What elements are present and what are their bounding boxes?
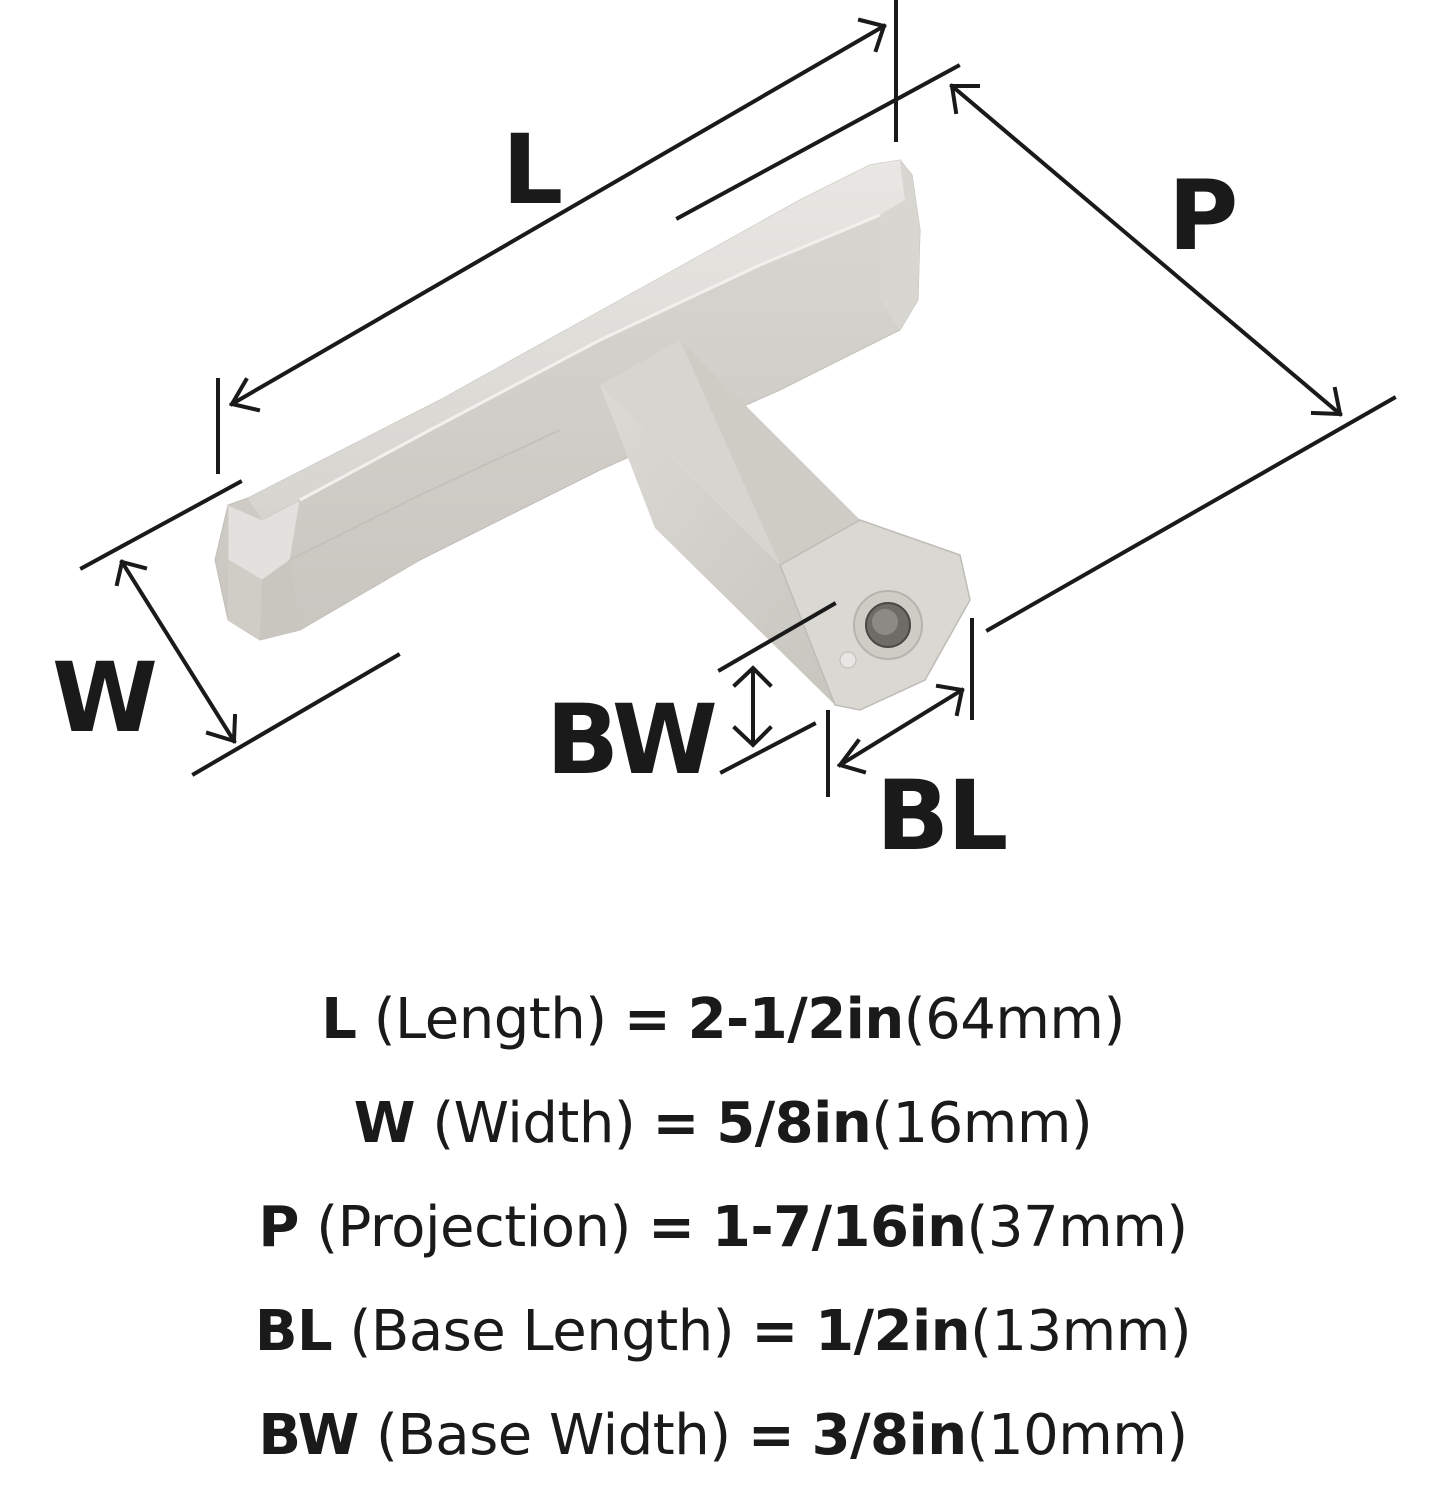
spec-name: (Base Length) xyxy=(349,1299,735,1364)
dimension-lines xyxy=(79,0,1397,797)
spec-metric: (37mm) xyxy=(966,1195,1189,1260)
knob-bar xyxy=(214,159,921,641)
spec-symbol: BW xyxy=(258,1403,359,1468)
spec-row-projection: P (Projection) = 1-7/16in(37mm) xyxy=(0,1176,1446,1280)
spec-name: (Length) xyxy=(373,987,607,1052)
label-length: L xyxy=(502,114,563,226)
spec-row-length: L (Length) = 2-1/2in(64mm) xyxy=(0,968,1446,1072)
spec-imperial: 5/8in xyxy=(716,1091,872,1156)
spec-imperial: 1/2in xyxy=(815,1299,971,1364)
spec-row-base-length: BL (Base Length) = 1/2in(13mm) xyxy=(0,1280,1446,1384)
spec-equals: = xyxy=(652,1091,700,1156)
spec-symbol: BL xyxy=(254,1299,333,1364)
spec-name: (Base Width) xyxy=(376,1403,731,1468)
dimension-diagram: L P W BW BL xyxy=(52,0,1397,872)
spec-equals: = xyxy=(747,1403,795,1468)
spec-row-width: W (Width) = 5/8in(16mm) xyxy=(0,1072,1446,1176)
spec-name: (Width) xyxy=(432,1091,636,1156)
spec-equals: = xyxy=(751,1299,798,1364)
spec-metric: (10mm) xyxy=(966,1403,1189,1468)
spec-metric: (16mm) xyxy=(871,1091,1093,1156)
label-base-length: BL xyxy=(876,760,1008,872)
spec-metric: (13mm) xyxy=(970,1299,1192,1364)
dimension-spec-list: L (Length) = 2-1/2in(64mm) W (Width) = 5… xyxy=(0,968,1446,1488)
label-projection: P xyxy=(1168,160,1238,272)
spec-equals: = xyxy=(623,987,671,1052)
spec-name: (Projection) xyxy=(316,1195,631,1260)
spec-symbol: W xyxy=(353,1091,416,1156)
spec-symbol: L xyxy=(321,987,357,1052)
label-width: W xyxy=(52,642,158,754)
spec-symbol: P xyxy=(258,1195,299,1260)
spec-metric: (64mm) xyxy=(903,987,1126,1052)
spec-row-base-width: BW (Base Width) = 3/8in(10mm) xyxy=(0,1384,1446,1488)
spec-imperial: 2-1/2in xyxy=(687,987,905,1052)
spec-imperial: 3/8in xyxy=(811,1403,967,1468)
spec-imperial: 1-7/16in xyxy=(711,1195,967,1260)
knob-stem xyxy=(600,340,971,711)
label-base-width: BW xyxy=(546,684,718,796)
spec-equals: = xyxy=(648,1195,695,1260)
